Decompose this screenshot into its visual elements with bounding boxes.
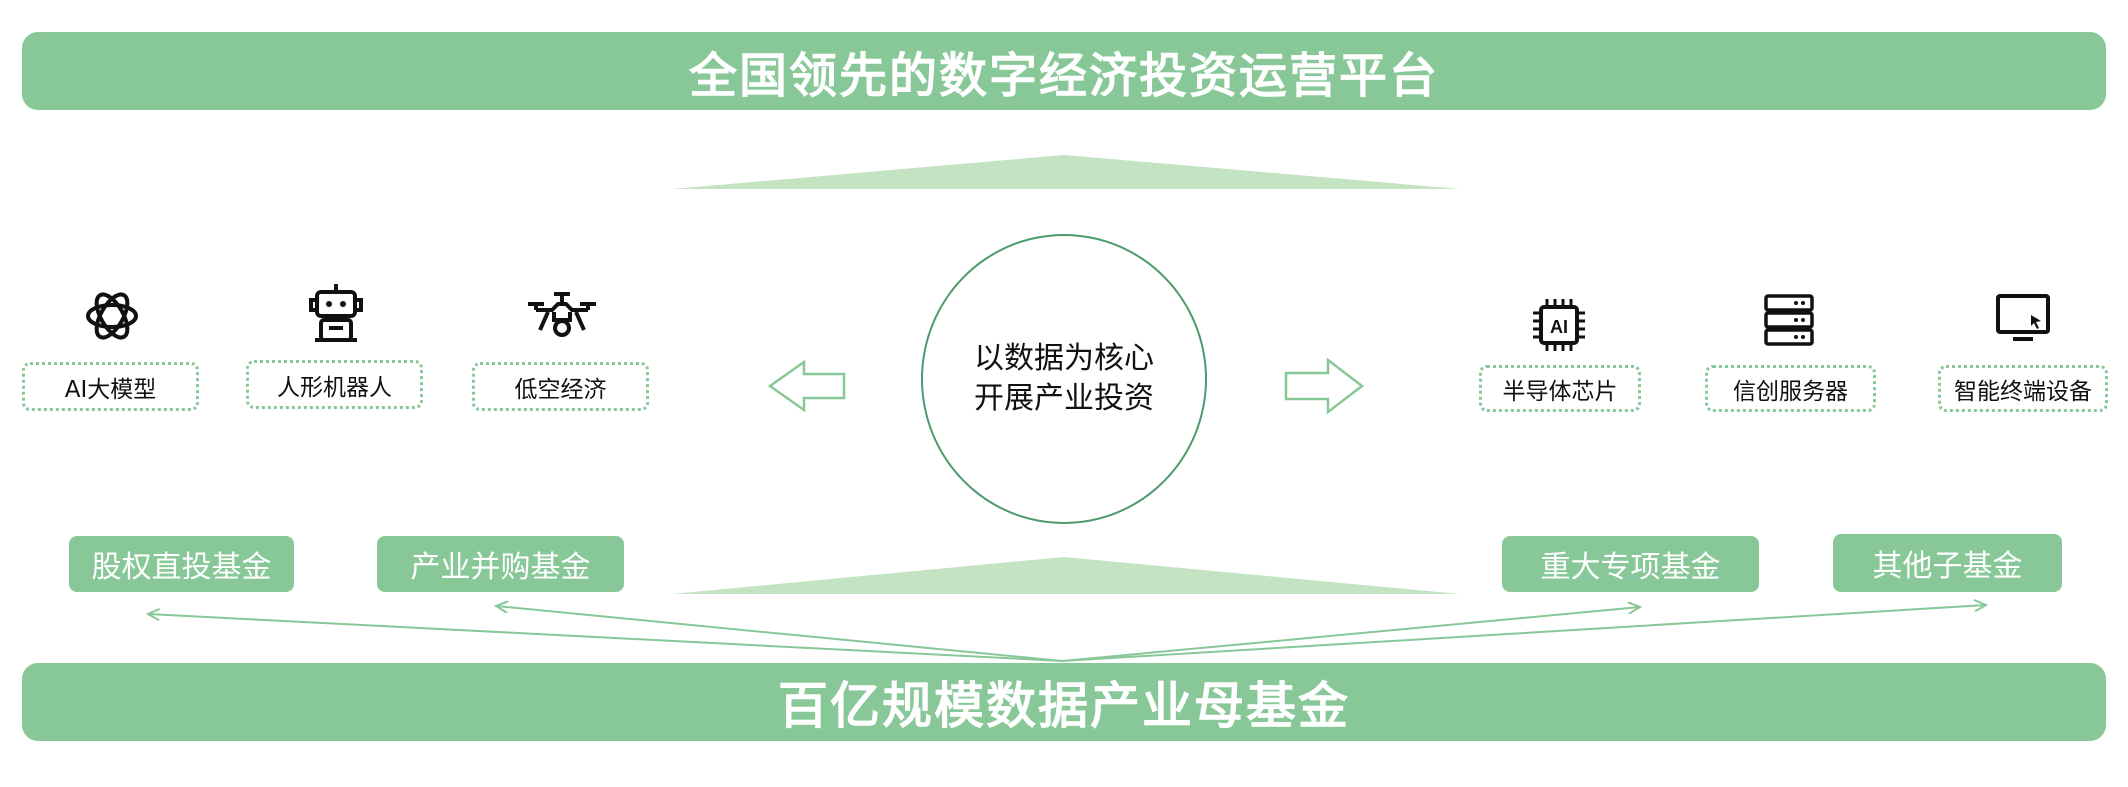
- item-label-humanoid-robot: 人形机器人: [246, 360, 423, 409]
- ai-chip-icon: AI: [1533, 299, 1585, 351]
- item-label-xinchuang-server: 信创服务器: [1705, 365, 1876, 412]
- fund-industrial-ma: 产业并购基金: [377, 536, 624, 592]
- upper-triangle: [672, 155, 1460, 189]
- top-banner: 全国领先的数字经济投资运营平台: [22, 32, 2106, 110]
- fund-equity-direct: 股权直投基金: [69, 536, 294, 592]
- robot-icon: [309, 284, 363, 342]
- item-label-semiconductor-chip: 半导体芯片: [1479, 365, 1641, 412]
- lower-triangle: [672, 557, 1460, 594]
- connector-fund-3: [1061, 607, 1640, 662]
- center-line-2: 开展产业投资: [974, 381, 1154, 416]
- connector-fund-1: [148, 614, 1063, 662]
- openai-icon: [86, 292, 138, 340]
- fund-other-sub: 其他子基金: [1833, 534, 2062, 592]
- monitor-icon: [1996, 294, 2050, 341]
- item-label-ai-model: AI大模型: [22, 362, 199, 411]
- drone-icon: [528, 292, 596, 337]
- left-arrow-icon: [767, 359, 846, 413]
- center-line-1: 以数据为核心: [974, 341, 1154, 376]
- fund-major-special: 重大专项基金: [1502, 536, 1759, 592]
- item-label-low-altitude-economy: 低空经济: [472, 362, 649, 411]
- connector-fund-2: [496, 606, 1063, 662]
- connector-fund-4: [1061, 605, 1986, 662]
- item-label-smart-terminal-device: 智能终端设备: [1938, 365, 2108, 412]
- bottom-banner: 百亿规模数据产业母基金: [22, 663, 2106, 741]
- server-icon: [1764, 294, 1814, 346]
- right-arrow-icon: [1284, 357, 1365, 415]
- center-circle: 以数据为核心 开展产业投资: [921, 234, 1207, 524]
- ai-chip-icon-text: AI: [1550, 317, 1568, 337]
